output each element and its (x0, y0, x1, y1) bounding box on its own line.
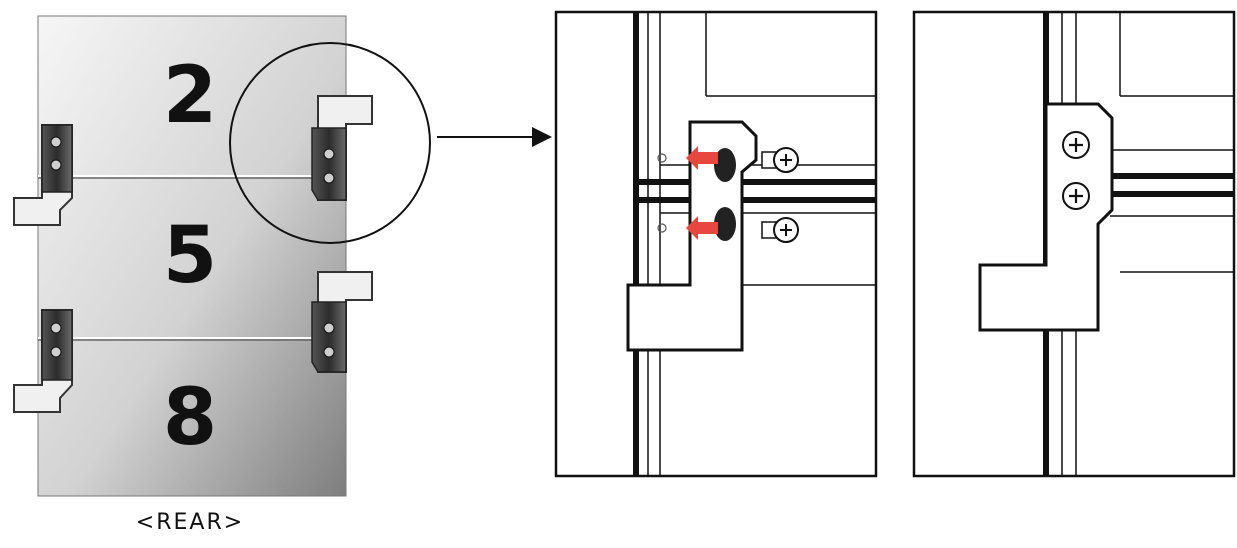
magnify-circle-icon (229, 42, 431, 244)
right-bracket-upper (311, 95, 373, 201)
mount-bracket-fastened (978, 102, 1114, 332)
phillips-screw-icon (1062, 131, 1090, 159)
phillips-screw-icon (761, 147, 799, 173)
view-label: <REAR> (135, 510, 245, 535)
red-insert-arrow-icon (657, 216, 718, 240)
panel-number-5: 5 (163, 211, 217, 301)
panel-number-8: 8 (163, 373, 217, 463)
panel-number-2: 2 (163, 51, 217, 141)
detail-before (554, 10, 878, 478)
left-bracket-upper (13, 124, 73, 226)
red-insert-arrow-icon (657, 146, 718, 170)
bracket-hole-upper (714, 148, 736, 182)
rear-view: 2 5 8 (13, 15, 431, 497)
bracket-hole-lower (714, 207, 736, 241)
right-bracket-lower (311, 271, 373, 373)
detail-after (912, 10, 1236, 478)
left-bracket-lower (13, 309, 73, 413)
display-panel-stack (37, 15, 347, 497)
phillips-screw-icon (1062, 182, 1090, 210)
phillips-screw-icon (761, 217, 799, 243)
